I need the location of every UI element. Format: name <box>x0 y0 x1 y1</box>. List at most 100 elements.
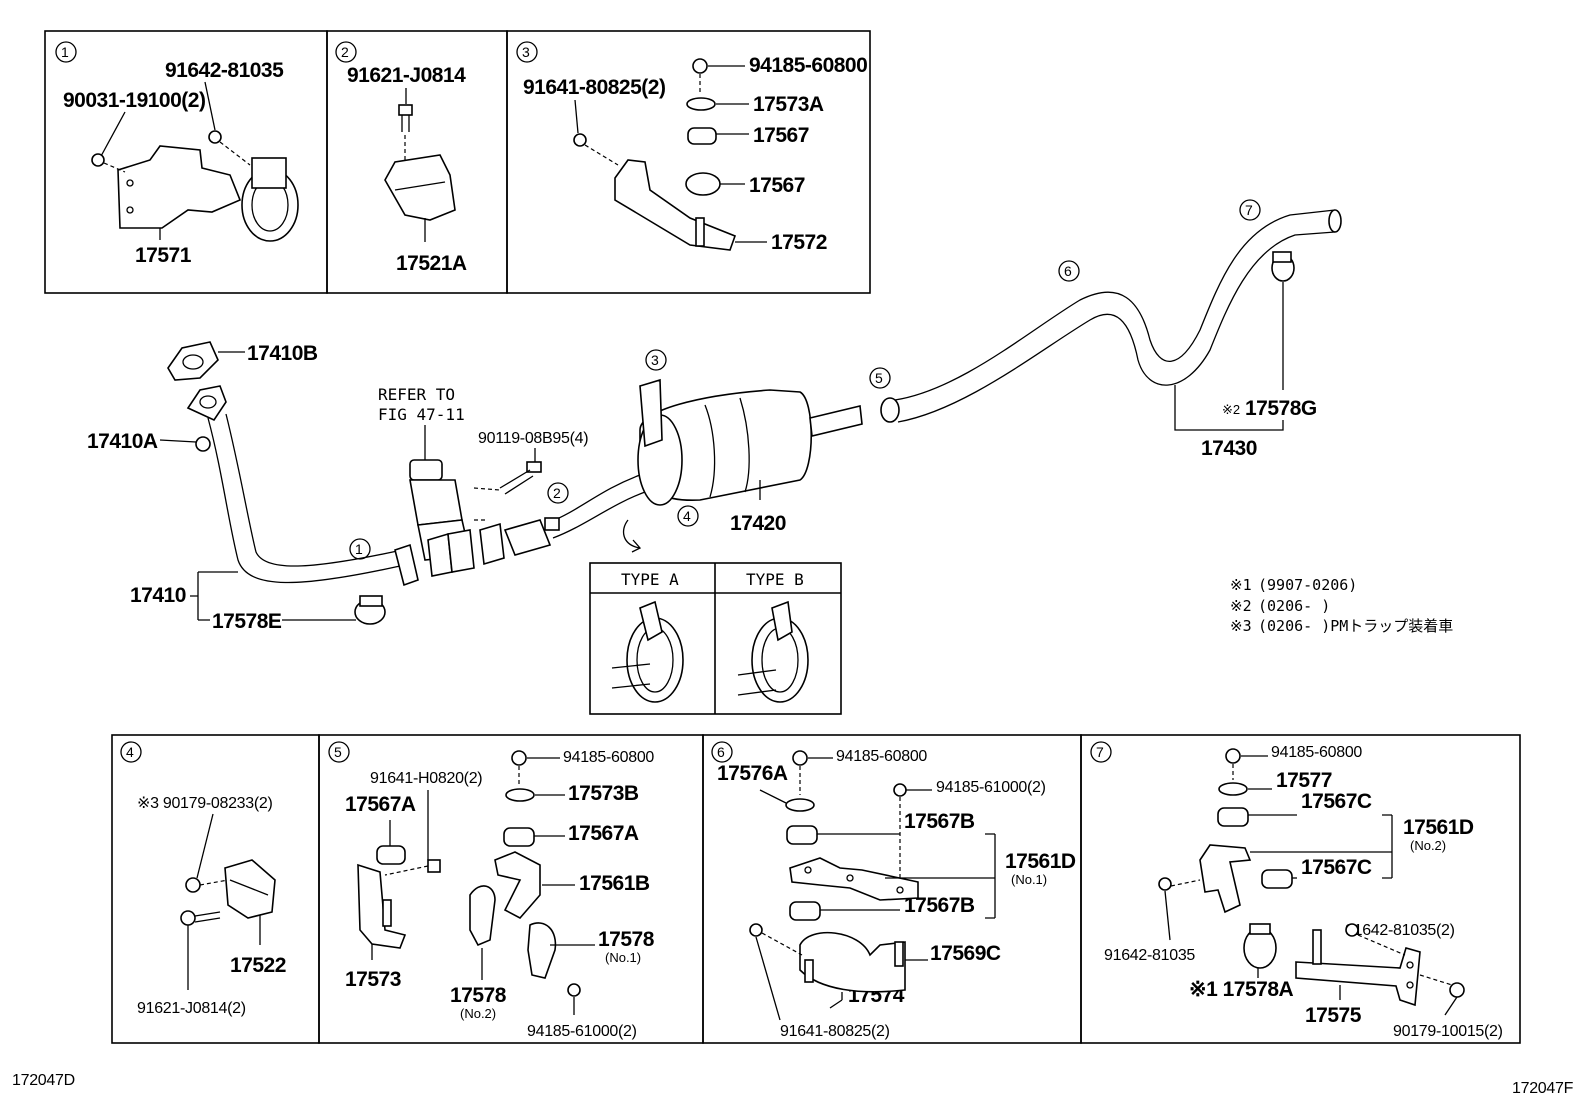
nut-icon <box>511 750 527 766</box>
washer-icon <box>785 798 815 812</box>
part-label: 91641-H0820(2) <box>370 770 482 787</box>
nut-icon <box>567 983 581 997</box>
cushion-icon <box>789 901 821 921</box>
part-label: 17572 <box>771 231 827 254</box>
cushion-icon <box>376 845 406 865</box>
callout-1: 1 <box>355 541 363 557</box>
stud-icon <box>1312 929 1322 965</box>
part-label: 91642-81035 <box>165 59 284 82</box>
nut-icon <box>185 877 201 893</box>
refer-line-1: REFER TO <box>378 385 455 404</box>
part-label: 17567C <box>1301 856 1372 879</box>
type-b-label: TYPE B <box>746 570 804 589</box>
part-label: 17561B <box>579 872 650 895</box>
inset-4-number: 4 <box>126 744 134 760</box>
main-assembly: 17410B 17410A 1 17410 17578E REFER TO FI… <box>87 199 1342 715</box>
washer-icon <box>1218 782 1248 796</box>
inset-6: 6 94185-60800 17576A 94185-61000(2) 1756… <box>702 734 1082 1044</box>
clamp-tab <box>1272 251 1292 263</box>
part-label: 94185-60800 <box>1271 744 1362 761</box>
bracket-17572 <box>614 159 737 251</box>
bolt-icon <box>91 153 105 167</box>
part-label: 17410 <box>130 584 186 607</box>
type-a-illustration <box>611 600 684 703</box>
part-label: 17567 <box>753 124 809 147</box>
part-sublabel: (No.2) <box>1410 838 1446 853</box>
part-label: 91621-J0814 <box>347 64 466 87</box>
part-sublabel: (No.1) <box>1011 872 1047 887</box>
nut-icon <box>1225 748 1241 764</box>
part-label: 90031-19100(2) <box>63 89 205 112</box>
inset-4: 4 ※3 90179-08233(2) 17522 91621-J0814(2) <box>111 734 320 1044</box>
inset-3: 3 94185-60800 91641-80825(2) 17573A 1756… <box>506 30 871 294</box>
bracket-17561B <box>494 851 541 920</box>
part-label: 17578 <box>450 984 507 1007</box>
stud-icon <box>695 217 705 247</box>
nut-icon <box>893 783 907 797</box>
mount-17521A <box>384 154 456 221</box>
flange-icon <box>479 522 505 566</box>
bolt-icon <box>749 923 763 937</box>
cushion-icon <box>685 172 721 196</box>
part-label: 17573 <box>345 968 401 991</box>
inset-6-number: 6 <box>717 744 725 760</box>
note-2-mark: ※2 <box>1230 597 1252 615</box>
part-label: 91641-80825(2) <box>523 76 665 99</box>
note-1-mark: ※1 <box>1230 576 1252 594</box>
cushion-icon <box>503 827 535 847</box>
note-2-text: (0206- ) <box>1258 597 1330 615</box>
mount-17522 <box>224 859 276 919</box>
nut-icon <box>792 750 808 766</box>
type-a-label: TYPE A <box>621 570 679 589</box>
sensor-icon <box>409 459 443 481</box>
part-label: 17410A <box>87 430 158 453</box>
converter-icon <box>409 479 463 526</box>
inset-3-number: 3 <box>522 44 530 60</box>
part-label: 17567B <box>904 894 975 917</box>
part-sublabel: (No.2) <box>460 1006 496 1021</box>
cushion-icon <box>687 127 717 145</box>
inset-5: 5 94185-60800 91641-H0820(2) 17573B 1756… <box>318 734 704 1044</box>
callout-6: 6 <box>1064 263 1072 279</box>
bracket-17574 <box>799 931 906 993</box>
inset-1: 1 91642-81035 90031-19100(2) 17571 <box>44 30 328 294</box>
part-label: 17567A <box>345 793 416 816</box>
part-label: 94185-60800 <box>836 748 927 765</box>
inset-2-number: 2 <box>341 44 349 60</box>
part-label: 17575 <box>1305 1004 1362 1027</box>
part-label: ※1 17578A <box>1189 978 1294 1001</box>
part-label: 94185-60800 <box>749 54 867 77</box>
clamp-tab <box>251 157 287 189</box>
washer-icon <box>686 97 716 111</box>
callout-4: 4 <box>683 508 691 524</box>
inset-1-number: 1 <box>61 44 69 60</box>
part-label: 17573A <box>753 93 824 116</box>
part-label: 94185-60800 <box>563 749 654 766</box>
part-label: 17567 <box>749 174 805 197</box>
note-3-mark: ※3 <box>1230 617 1252 635</box>
footer-left: 172047D <box>12 1072 75 1089</box>
part-label: 17577 <box>1276 769 1332 792</box>
nut-icon <box>692 58 708 74</box>
part-label: 17578E <box>212 610 282 633</box>
bracket-17573 <box>357 863 407 949</box>
pipe-end <box>1328 209 1342 233</box>
footer-right: 172047F <box>1512 1080 1574 1097</box>
part-label: 17561D <box>1403 816 1474 839</box>
refer-line-2: FIG 47-11 <box>378 405 465 424</box>
part-label: 17569C <box>930 942 1001 965</box>
part-label: 90119-08B95(4) <box>478 430 588 447</box>
tail-outlet <box>809 405 863 437</box>
inset-2: 2 91621-J0814 17521A <box>326 30 508 294</box>
cushion-icon <box>786 825 818 845</box>
callout-5: 5 <box>875 370 883 386</box>
part-label: 17410B <box>247 342 318 365</box>
part-label: 91642-81035 <box>1104 947 1195 964</box>
part-label: 17567B <box>904 810 975 833</box>
stud-icon <box>894 941 904 967</box>
flange-icon <box>447 529 475 573</box>
bolt-icon <box>180 910 196 926</box>
bracket-17575 <box>1295 947 1421 1007</box>
type-b-illustration <box>737 600 809 703</box>
